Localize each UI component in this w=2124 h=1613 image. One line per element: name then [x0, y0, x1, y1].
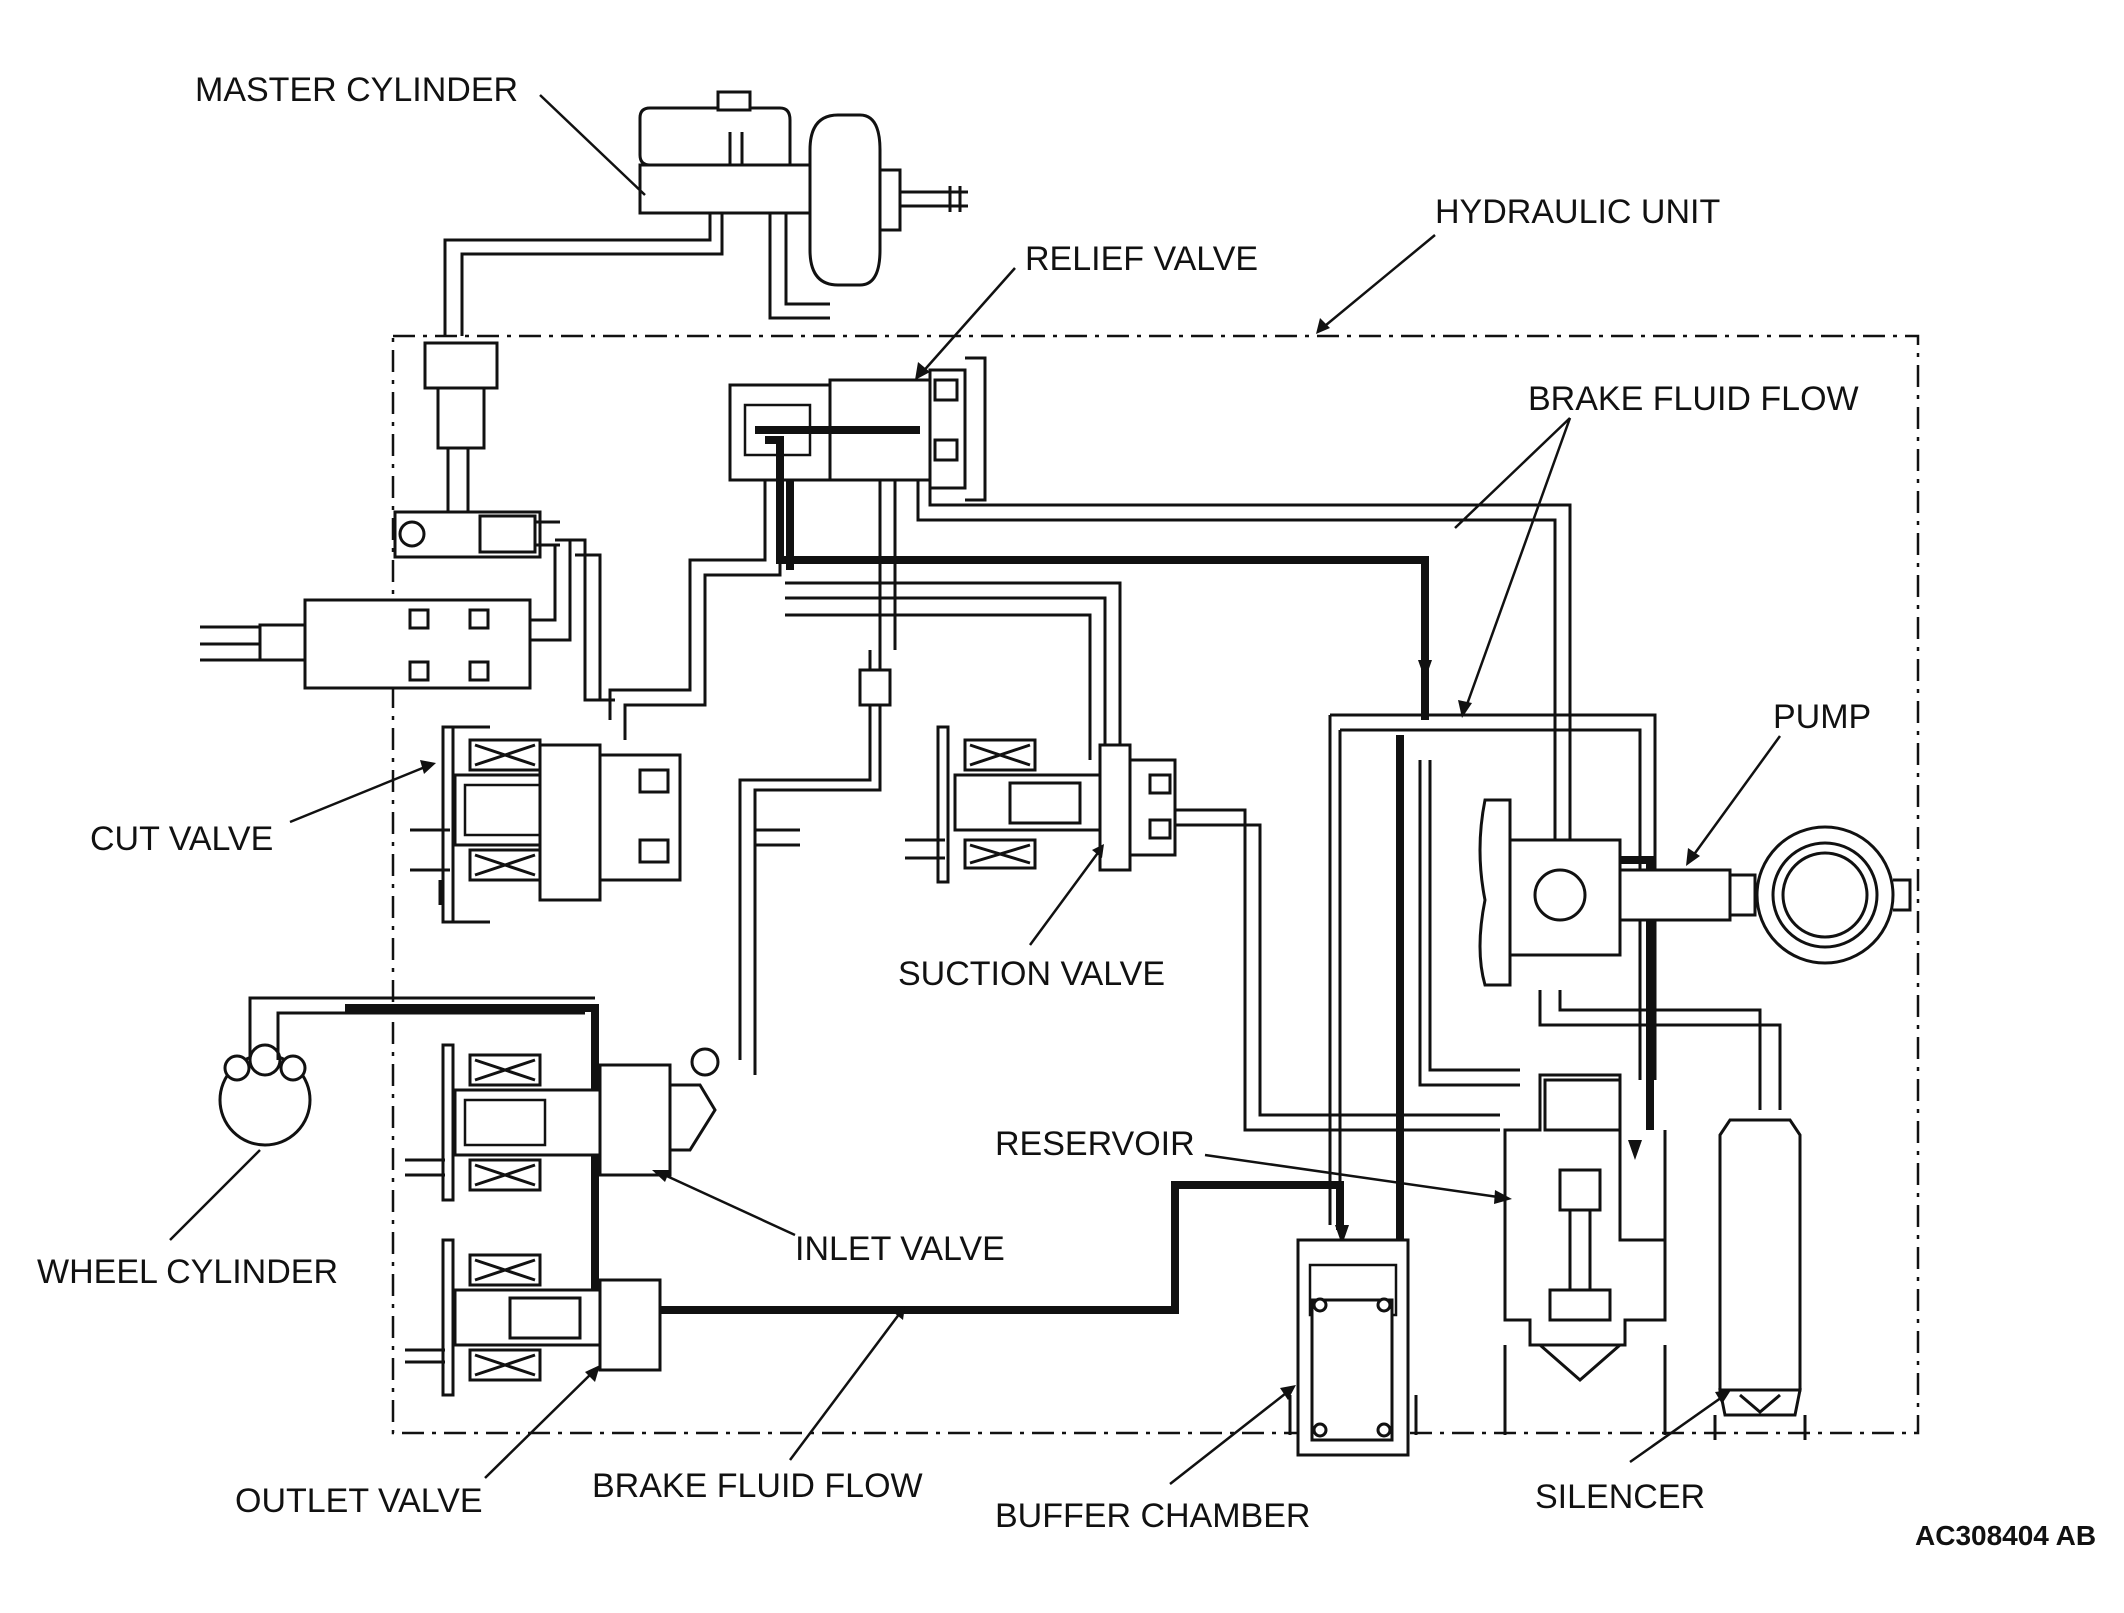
inlet-valve-drawing [405, 1043, 720, 1202]
wheel-cylinder-drawing [218, 996, 595, 1147]
pump-drawing [1478, 798, 1912, 987]
label-outlet-valve: OUTLET VALVE [235, 1482, 483, 1520]
label-buffer-chamber: BUFFER CHAMBER [995, 1497, 1310, 1535]
reservoir-drawing [1503, 1073, 1667, 1435]
label-reservoir: RESERVOIR [995, 1125, 1195, 1163]
cut-valve-drawing [410, 725, 682, 924]
buffer-chamber-drawing [1288, 1238, 1418, 1457]
label-cut-valve: CUT VALVE [90, 820, 273, 858]
outlet-valve-drawing [405, 1238, 662, 1397]
suction-valve-drawing [905, 725, 1177, 884]
label-master-cylinder: MASTER CYLINDER [195, 71, 518, 109]
label-brake-fluid-flow-top: BRAKE FLUID FLOW [1528, 380, 1859, 418]
solenoid-connector-drawing [200, 540, 572, 690]
inlet-fitting-drawing [393, 341, 560, 559]
label-hydraulic-unit: HYDRAULIC UNIT [1435, 193, 1720, 231]
label-suction-valve: SUCTION VALVE [898, 955, 1165, 993]
label-pump: PUMP [1773, 698, 1871, 736]
pipe-network [555, 480, 1782, 1225]
master-cylinder-drawing [443, 90, 968, 336]
reference-code: AC308404 AB [1915, 1520, 2096, 1551]
label-inlet-valve: INLET VALVE [795, 1230, 1005, 1268]
label-silencer: SILENCER [1535, 1478, 1705, 1516]
label-brake-fluid-flow-bottom: BRAKE FLUID FLOW [592, 1467, 923, 1505]
silencer-drawing [1713, 1118, 1807, 1440]
label-wheel-cylinder: WHEEL CYLINDER [37, 1253, 338, 1291]
hydraulic-unit-boundary [391, 334, 1920, 1435]
relief-valve-drawing [728, 356, 987, 502]
leader-lines [169, 94, 1782, 1485]
label-relief-valve: RELIEF VALVE [1025, 240, 1258, 278]
